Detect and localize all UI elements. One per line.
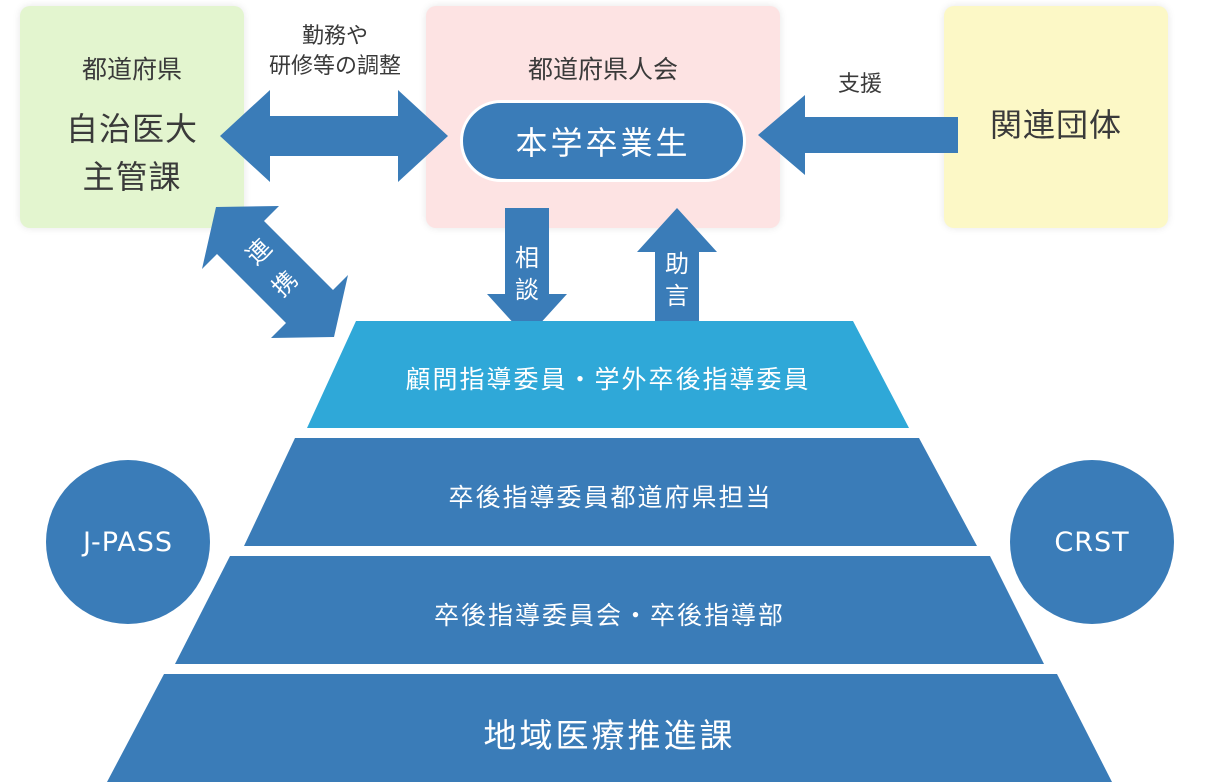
tier3-label: 卒後指導委員会・卒後指導部 [433, 601, 785, 630]
coordination-double-arrow [220, 90, 448, 182]
coordination-label: 勤務や 研修等の調整 [244, 22, 426, 82]
advice-label-1: 助 [665, 250, 689, 278]
related-box-title: 関連団体 [989, 106, 1122, 144]
tier2-shape [244, 438, 977, 546]
tier1-label: 顧問指導委員・学外卒後指導委員 [405, 365, 811, 394]
crst-circle: CRST [1010, 460, 1174, 624]
tier1-shape [307, 321, 909, 428]
consult-label-1: 相 [515, 244, 539, 272]
coordination-label-line2: 研修等の調整 [268, 54, 401, 79]
tier3-shape [175, 556, 1044, 664]
tier2-label: 卒後指導委員都道府県担当 [448, 483, 773, 512]
alumni-box-title: 都道府県人会 [527, 55, 678, 84]
related-box: 関連団体 [944, 6, 1168, 228]
tier4-label: 地域医療推進課 [483, 716, 736, 755]
jpass-circle: J-PASS [46, 460, 210, 624]
jpass-label: J-PASS [82, 526, 174, 558]
prefecture-box-line1: 都道府県 [81, 55, 182, 84]
coordination-label-line1: 勤務や [301, 24, 368, 49]
crst-label: CRST [1054, 526, 1130, 558]
tier4-shape [107, 674, 1112, 782]
prefecture-box: 都道府県 自治医大 主管課 [20, 6, 244, 228]
advice-label-2: 言 [665, 282, 689, 310]
prefecture-box-line2: 自治医大 [65, 110, 198, 148]
consult-label-2: 談 [515, 276, 539, 304]
support-arrow [758, 95, 958, 175]
alumni-pill-label: 本学卒業生 [515, 124, 691, 162]
cooperation-double-arrow [202, 206, 348, 338]
advice-arrow [637, 208, 717, 338]
prefecture-box-line3: 主管課 [82, 158, 182, 196]
alumni-box: 都道府県人会 本学卒業生 [426, 6, 780, 228]
consult-arrow [487, 208, 567, 338]
alumni-pill: 本学卒業生 [460, 100, 746, 182]
support-label: 支援 [837, 72, 882, 97]
